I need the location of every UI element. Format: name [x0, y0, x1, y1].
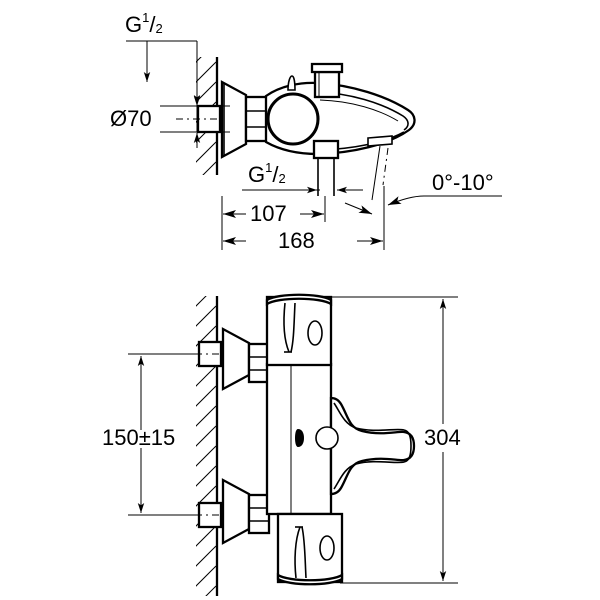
- escutcheon-lower-elevation: [221, 478, 251, 545]
- spout-highlight-upper: [315, 91, 409, 131]
- spout-inner-upper: [333, 402, 412, 447]
- thermostat-handle-cap: [265, 293, 333, 307]
- dim-304-label: 304: [424, 425, 461, 450]
- diverter-knob-cap: [310, 62, 344, 74]
- dim-304: 304: [330, 296, 461, 584]
- thermostat-grip-1: [283, 302, 290, 353]
- escutcheon-cone: [220, 80, 248, 159]
- dim-g-half-top-g: G: [125, 12, 142, 37]
- spout-outlet-circle: [315, 426, 339, 450]
- union-nut-body: [244, 95, 270, 143]
- spout-inner-lower: [333, 445, 412, 490]
- union-nut-plan: [244, 95, 270, 143]
- dim-168: 168: [223, 186, 385, 253]
- spout-detail-mark: [295, 429, 304, 447]
- thermostat-grip-2: [290, 302, 296, 353]
- spout-tip-plan: [367, 135, 393, 201]
- dim-g-half-bottom-den: 2: [278, 171, 285, 186]
- wall-hatch-icon-elevation: [196, 296, 217, 596]
- dim-angle-leader: [387, 195, 425, 206]
- diverter-knob-plan: [310, 62, 344, 99]
- dim-g-half-bottom: G1/2: [242, 160, 363, 194]
- dim-diameter-70: Ø70: [110, 90, 230, 148]
- plan-view: G1/2 Ø70 G1/2: [110, 10, 502, 253]
- dim-angle-0-10: 0°-10°: [387, 170, 502, 206]
- dim-g-half-top-num: 1: [142, 10, 149, 25]
- dim-g-half-bottom-num: 1: [265, 160, 272, 175]
- spout-tip-pointer-arrow: [344, 202, 373, 215]
- dim-d70-label: Ø70: [110, 106, 152, 131]
- dim-g-half-top-label: G1/2: [125, 10, 163, 36]
- volume-handle-cap: [276, 572, 344, 586]
- outlet-nipple-collar: [312, 139, 340, 160]
- dim-107-label: 107: [250, 201, 287, 226]
- spout-highlight-inner: [319, 99, 399, 122]
- union-nut-lower-elevation: [247, 493, 271, 535]
- escutcheon-plan: [220, 80, 248, 159]
- lever-stub-shape: [287, 75, 296, 91]
- dim-150-15: 150±15: [102, 353, 200, 516]
- dim-150-label: 150±15: [102, 425, 175, 450]
- spout-tip-leader-b: [382, 147, 389, 186]
- thermostat-index-window: [307, 320, 323, 346]
- spout-elevation: [295, 396, 416, 496]
- spout-tip-lug: [367, 135, 393, 147]
- dim-spout-tip-pointer: [344, 202, 373, 215]
- wall-elevation: [196, 296, 219, 596]
- volume-grip-1: [294, 526, 301, 579]
- escutcheon-upper-elevation: [221, 327, 251, 391]
- dim-g-half-top: G1/2: [125, 10, 201, 132]
- dim-168-label: 168: [278, 228, 315, 253]
- volume-index-window: [319, 535, 335, 561]
- escutcheon-upper-cone: [221, 327, 251, 391]
- volume-handle-elevation: [276, 512, 344, 586]
- escutcheon-lower-cone: [221, 478, 251, 545]
- dim-angle-label: 0°-10°: [432, 170, 494, 195]
- spout-tip-leader-a: [371, 145, 381, 201]
- outlet-nipple-plan: [312, 139, 340, 196]
- elevation-view: 150±15 304: [102, 293, 461, 596]
- lever-stub-plan: [287, 75, 296, 91]
- thermostat-handle-elevation: [265, 293, 333, 367]
- volume-grip-2: [301, 526, 307, 579]
- spout-outline: [329, 396, 416, 496]
- dim-g-half-top-den: 2: [155, 21, 162, 36]
- dim-g-half-bottom-label: G1/2: [248, 160, 286, 186]
- dim-107: 107: [221, 196, 326, 250]
- dim-g-half-bottom-g: G: [248, 162, 265, 187]
- thermostat-handle-plan: [266, 92, 320, 146]
- thermostat-handle-circle: [266, 92, 320, 146]
